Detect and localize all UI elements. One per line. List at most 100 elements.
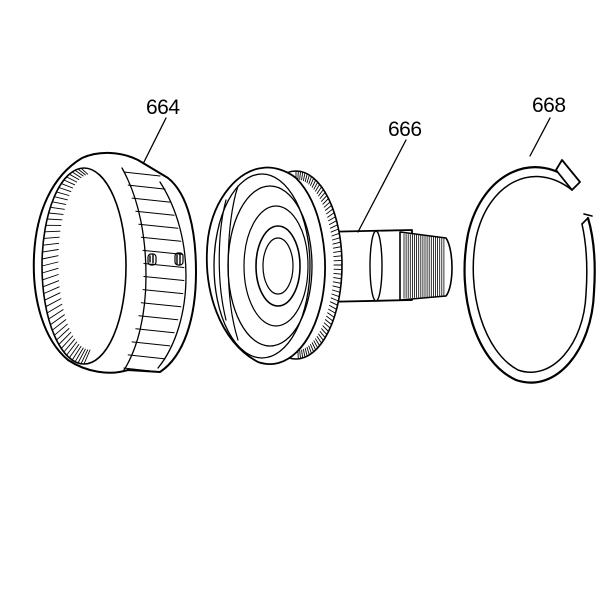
gear-tooth [299, 171, 301, 180]
ring-gear-tooth [74, 347, 84, 363]
gear-tooth [327, 212, 335, 218]
gear-tooth [318, 189, 324, 197]
ring-gear-tooth [41, 255, 59, 260]
ring-gear-lug [131, 341, 171, 347]
ring-gear-lug [131, 197, 171, 203]
ring-gear-tooth [63, 338, 76, 353]
snap-ring-part [463, 159, 596, 384]
ring-gear-tooth [71, 171, 82, 179]
ring-gear-tooth [41, 274, 59, 281]
ring-gear-tooth [53, 196, 68, 201]
ring-gear-tooth [49, 206, 65, 210]
gear-tooth [324, 204, 333, 211]
ring-gear-tooth [46, 303, 63, 314]
ring-gear-tooth [48, 309, 64, 320]
ring-gear-tooth [71, 345, 82, 361]
ring-gear-tooth [60, 335, 74, 349]
gear-tooth [333, 277, 342, 280]
ring-gear-lug [143, 263, 185, 268]
gear-tooth [310, 344, 315, 353]
gear-tooth [323, 322, 331, 329]
ring-gear-tooth [74, 169, 84, 177]
gear-tooth [304, 347, 308, 357]
gear-tooth [332, 246, 342, 249]
ring-gear-tooth [80, 167, 89, 175]
ring-gear-tooth [45, 298, 62, 308]
ring-gear-tooth [51, 319, 67, 331]
gear-tooth [329, 301, 339, 306]
gear-tooth [330, 228, 339, 233]
ring-gear-tooth [77, 348, 86, 364]
ring-gear-tooth [53, 323, 68, 336]
gear-tooth [321, 328, 328, 336]
ring-gear-tooth [44, 292, 61, 301]
gear-tooth [327, 312, 335, 318]
ring-gear-tooth [46, 218, 63, 221]
gear-tooth [306, 174, 310, 184]
ring-gear-tooth [63, 179, 76, 186]
gear-tooth [328, 308, 336, 314]
ring-gear-tooth [77, 168, 86, 176]
gear-tooth [302, 348, 306, 358]
ring-gear-lug [135, 210, 175, 216]
gear-tooth [306, 346, 310, 356]
label-668: 668 [532, 94, 566, 117]
ring-gear-lug [140, 236, 182, 242]
ring-gear-lug [142, 289, 184, 295]
gear-tooth [333, 272, 343, 275]
gear-tooth [302, 172, 306, 182]
ring-gear-lug [123, 171, 161, 177]
gear-tooth [313, 340, 319, 349]
gear-tooth [329, 305, 338, 310]
gear-tooth [304, 173, 308, 183]
ring-gear-tooth [42, 242, 60, 246]
gear-tooth [331, 237, 341, 241]
callout-leaders [143, 117, 551, 233]
gear-tooth [322, 198, 329, 205]
ring-gear-tooth [68, 344, 80, 359]
gear-tooth [313, 181, 319, 190]
label-666: 666 [388, 118, 422, 141]
ring-gear-tooth [56, 191, 70, 196]
gear-tooth [316, 186, 323, 194]
ring-gear-part [32, 152, 197, 374]
gear-tooth [332, 241, 342, 245]
ring-gear-tooth [44, 230, 61, 233]
gear-tooth [331, 293, 340, 298]
ring-gear-tooth [51, 201, 67, 205]
ring-gear-tooth [56, 328, 70, 341]
gear-tooth [301, 171, 304, 181]
ring-gear-tooth [58, 331, 72, 345]
ring-gear-tooth [68, 173, 80, 180]
gear-tooth [319, 331, 326, 339]
gear-tooth [301, 349, 304, 359]
leader-666 [357, 139, 407, 233]
ring-gear-lug [138, 315, 179, 321]
ring-gear-tooth [42, 280, 60, 288]
gear-tooth [328, 216, 336, 222]
gear-tooth [324, 319, 333, 326]
leader-664 [143, 117, 167, 163]
gear-tooth [330, 297, 339, 302]
ring-gear-tooth [48, 212, 64, 215]
ring-gear-lug [123, 367, 161, 373]
ring-gear-tooth [43, 236, 60, 239]
gear-tooth [326, 208, 334, 215]
ring-gear-tooth [49, 314, 65, 326]
ring-gear-lug [127, 354, 166, 360]
gear-tooth [329, 224, 339, 229]
gear-tooth [319, 191, 326, 199]
label-664: 664 [146, 96, 180, 119]
gear-tooth [310, 177, 315, 186]
gear-tooth [311, 179, 317, 188]
gear-tooth [322, 325, 329, 332]
gear-tooth [332, 285, 342, 289]
ring-gear-tooth [58, 187, 72, 193]
ring-gear-lug [143, 276, 185, 281]
ring-gear-tooth [60, 183, 74, 189]
gear-tooth [331, 232, 340, 237]
gear-tooth [311, 342, 317, 351]
gear-tooth [333, 255, 343, 258]
